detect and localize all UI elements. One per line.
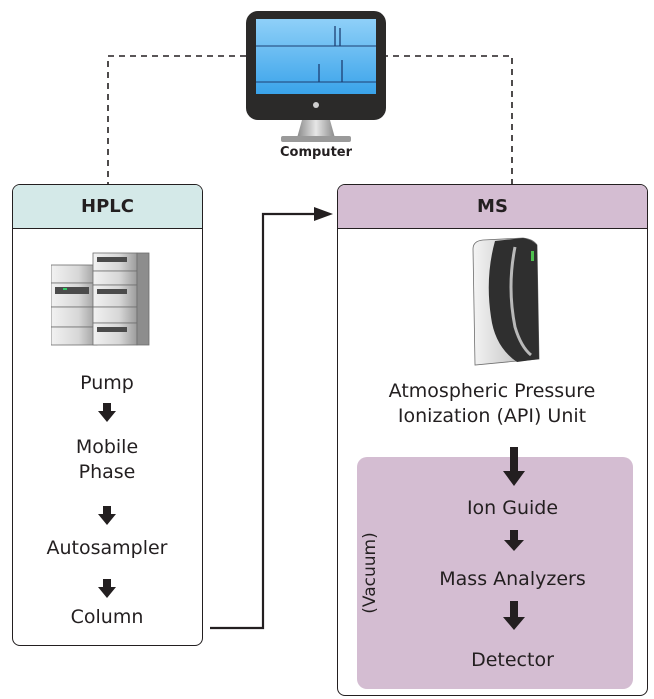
ms-step-mass-analyzers: Mass Analyzers xyxy=(439,568,586,590)
computer-to-hplc-link xyxy=(107,55,246,187)
ms-header: MS xyxy=(338,185,647,229)
vacuum-chamber: (Vacuum) xyxy=(357,457,633,689)
hplc-step-column: Column xyxy=(70,606,144,628)
hplc-step-pump: Pump xyxy=(80,372,134,394)
computer-to-ms-link xyxy=(382,55,513,187)
down-arrow-icon xyxy=(503,601,525,630)
hplc-step-autosampler: Autosampler xyxy=(46,537,168,559)
ms-api-unit: Atmospheric Pressure Ionization (API) Un… xyxy=(388,380,596,427)
computer-node: Computer xyxy=(236,0,396,166)
hplc-header: HPLC xyxy=(13,185,202,229)
hplc-to-ms-flow-line xyxy=(210,212,316,630)
down-arrow-icon xyxy=(504,530,524,551)
down-arrow-icon xyxy=(98,579,116,598)
mass-spectrometer-icon xyxy=(472,237,540,366)
flow-arrowhead xyxy=(314,207,333,221)
computer-label: Computer xyxy=(279,145,353,160)
ms-step-detector: Detector xyxy=(471,649,554,671)
down-arrow-icon xyxy=(503,447,525,486)
ms-box: MS Atmospheric Pressure Ionization (API)… xyxy=(337,184,648,696)
down-arrow-icon xyxy=(98,506,116,525)
hplc-step-mobile-phase: Mobile Phase xyxy=(75,436,139,483)
monitor-icon xyxy=(246,11,386,142)
ms-step-ion-guide: Ion Guide xyxy=(466,497,559,519)
hplc-box: HPLC Pump Mobile Phase Autosampler Colum… xyxy=(12,184,203,646)
down-arrow-icon xyxy=(98,403,116,422)
hplc-instrument-icon xyxy=(51,252,150,346)
